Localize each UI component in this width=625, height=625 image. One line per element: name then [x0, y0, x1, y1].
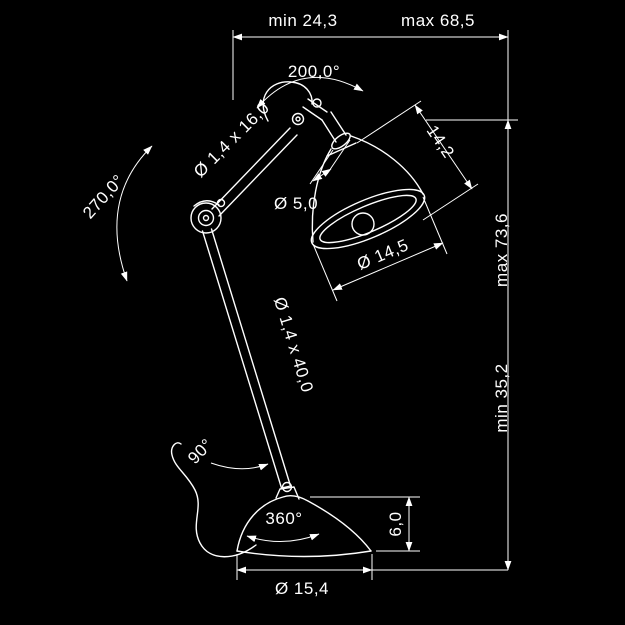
lower-arm-edge-right: [210, 228, 292, 487]
upper-arm-edge-bottom: [218, 134, 298, 217]
dim-142-line: [414, 104, 473, 190]
head-yoke-curve: [262, 81, 313, 122]
dim-200-label: 200,0°: [288, 62, 340, 81]
dim-base-diameter: Ø 15,4: [236, 554, 508, 598]
dim-base-swivel: 360°: [246, 509, 320, 543]
dim-90-leader-arc: [210, 462, 269, 471]
dim-270-arc: [116, 145, 153, 282]
shade-cone-right: [350, 135, 424, 195]
elbow-outer-ring: [190, 202, 222, 234]
elbow-axle: [202, 214, 210, 222]
dim-base-dia-label: Ø 15,4: [275, 579, 329, 598]
dim-base-height-label: 6,0: [386, 511, 405, 536]
lamp-shade: [310, 135, 426, 250]
dim-upper-arm-label: Ø 1,4 x 16,0: [190, 98, 273, 181]
shade-neck-right: [330, 111, 347, 136]
dim-shade-diameter: Ø 14,5: [312, 196, 448, 302]
dim-head-swivel: 200,0°: [256, 62, 364, 109]
base-bottom-edge: [236, 550, 372, 558]
dim-145-line: [332, 242, 444, 291]
shade-rim-inner: [319, 194, 417, 244]
dim-base-height: 6,0: [310, 496, 420, 552]
bulb: [351, 212, 375, 236]
shade-neck-left: [321, 119, 337, 143]
dim-upper-arm-tube: Ø 1,4 x 16,0: [190, 98, 273, 181]
dim-base-swivel-label: 360°: [265, 509, 302, 528]
shade-collar-line: [326, 142, 357, 157]
head-clamp-lower: [302, 106, 323, 121]
dim-200-arc: [256, 76, 364, 109]
dim-height-min-label: min 35,2: [492, 363, 511, 432]
lower-arm-edge-left: [201, 230, 283, 489]
head-pivot-axle: [295, 116, 301, 122]
shade-top-cap: [331, 132, 351, 150]
base-joint-circle: [281, 481, 293, 493]
dim-5-line: [312, 168, 332, 182]
lower-arm-endcap: [280, 485, 292, 489]
dim-elbow-swivel: 270,0°: [79, 145, 153, 282]
dim-142-ext-bottom: [422, 183, 479, 221]
dim-142-ext-top: [356, 100, 422, 144]
upper-arm-edge-top: [211, 127, 291, 210]
power-cable: [170, 442, 257, 558]
base-arm-mount: [275, 486, 300, 500]
dim-top-width-max-label: max 68,5: [401, 11, 475, 30]
dimension-annotations: min 24,3 max 68,5 min 35,2 max 73,6 Ø 15…: [79, 11, 518, 598]
dim-height: min 35,2 max 73,6: [426, 119, 518, 571]
dim-shade-top-diameter: Ø 5,0: [274, 139, 351, 213]
dim-5-label: Ø 5,0: [274, 194, 318, 213]
dim-base-swivel-arc: [246, 533, 320, 543]
lower-arm: [201, 228, 292, 489]
dim-top-width-min-label: min 24,3: [268, 11, 337, 30]
dim-5-ext-right: [326, 139, 351, 175]
dim-145-ext-left: [312, 243, 338, 302]
elbow-inner-ring: [197, 209, 215, 227]
base-dome-outline: [236, 494, 372, 552]
dim-lower-arm-label: Ø 1,4 x 40,0: [270, 295, 317, 395]
upper-arm: [211, 127, 298, 217]
head-clamp-upper: [307, 98, 328, 113]
dim-top-width: min 24,3 max 68,5: [232, 11, 509, 120]
lamp-base: [236, 481, 372, 558]
head-pivot-ring: [291, 112, 305, 126]
dim-height-max-label: max 73,6: [492, 213, 511, 287]
dim-142-label: 14,2: [423, 122, 458, 162]
dim-145-ext-right: [422, 196, 448, 255]
shade-rim-outer: [310, 188, 426, 250]
dim-base-joint-angle: 90°: [184, 435, 269, 471]
dim-5-ext-left: [309, 149, 334, 185]
dim-lower-arm-tube: Ø 1,4 x 40,0: [270, 295, 317, 395]
